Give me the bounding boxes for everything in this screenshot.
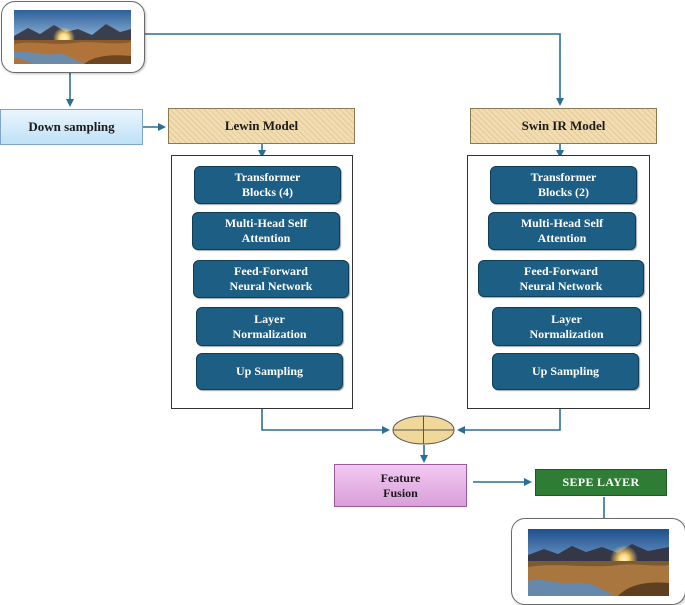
arrow-lewin-to-fusion (261, 409, 390, 434)
swin-up-sampling: Up Sampling (492, 353, 639, 390)
landscape-sunset-image (528, 529, 669, 596)
lewin-feed-forward-network: Feed-Forward Neural Network (193, 260, 349, 298)
swin-multi-head-self-attention: Multi-Head Self Attention (488, 212, 636, 250)
arrow-swin-to-fusion (457, 409, 561, 434)
swin-layer-normalization: Layer Normalization (492, 307, 641, 346)
swin-feed-forward-network: Feed-Forward Neural Network (478, 260, 644, 297)
down-sampling-box: Down sampling (0, 109, 143, 145)
lewin-model-box: Lewin Model (168, 108, 355, 144)
input-image (1, 1, 145, 73)
landscape-sunset-image (14, 10, 131, 64)
arrow-input-to-swin (145, 33, 564, 106)
lewin-transformer-blocks: Transformer Blocks (4) (194, 166, 341, 204)
fusion-junction-icon (392, 415, 455, 445)
lewin-up-sampling: Up Sampling (196, 353, 343, 390)
output-image (511, 518, 685, 605)
swin-transformer-blocks: Transformer Blocks (2) (490, 166, 637, 204)
lewin-layer-normalization: Layer Normalization (196, 307, 343, 346)
swin-ir-model-box: Swin IR Model (470, 108, 657, 144)
feature-fusion-box: Feature Fusion (334, 464, 467, 507)
lewin-multi-head-self-attention: Multi-Head Self Attention (192, 212, 340, 250)
sepe-layer-box: SEPE LAYER (535, 469, 667, 496)
